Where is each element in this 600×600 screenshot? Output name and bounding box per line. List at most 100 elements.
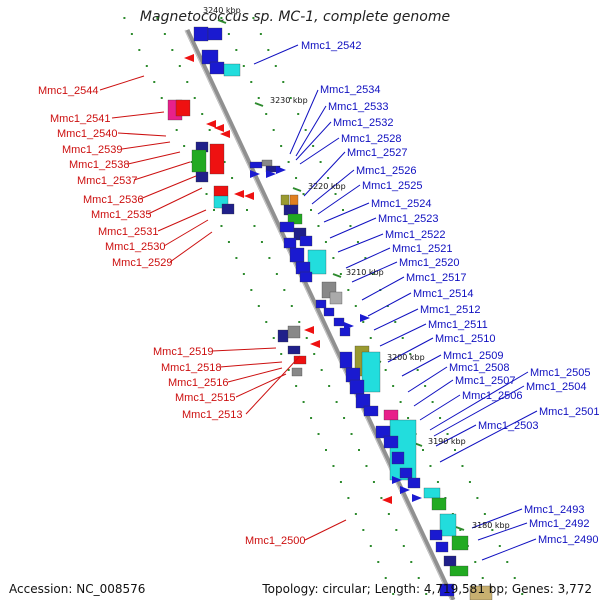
leader-line: [433, 385, 525, 437]
leader-line: [299, 137, 340, 165]
scale-tick: [455, 526, 465, 531]
gene-label: Mmc1_2523: [378, 213, 439, 225]
tick-dot: [259, 33, 262, 35]
leader-line: [439, 410, 538, 463]
tick-dot: [223, 161, 226, 163]
reverse-gene-labels: Mmc1_2544 Mmc1_2541 Mmc1_2540 Mmc1_2539 …: [38, 85, 306, 547]
gene-feature: [329, 291, 343, 305]
gene-label: Mmc1_2511: [428, 319, 488, 331]
tick-dot: [123, 17, 126, 19]
scale-tick: [292, 187, 302, 192]
tick-dot: [275, 273, 278, 275]
map-title: Magnetococcus sp. MC-1, complete genome: [139, 9, 451, 25]
leader-line: [245, 355, 301, 415]
tick-dot: [446, 433, 449, 435]
gene-label: Mmc1_2526: [356, 165, 417, 177]
tick-dot: [429, 465, 432, 467]
tick-dot: [260, 241, 263, 243]
tick-dot: [153, 81, 156, 83]
gene-feature: [375, 425, 391, 439]
tick-dot: [339, 481, 342, 483]
tick-dot: [417, 577, 420, 579]
tick-dot: [313, 353, 316, 355]
tick-dot: [268, 257, 271, 259]
leader-line: [311, 169, 355, 205]
gene-label: Mmc1_2534: [320, 84, 381, 96]
tick-dot: [380, 497, 383, 499]
reverse-arrow: [206, 120, 216, 128]
leader-line: [111, 111, 165, 119]
tick-dot: [250, 289, 253, 291]
tick-dot: [290, 305, 293, 307]
tick-dot: [362, 529, 365, 531]
reverse-arrow: [382, 496, 392, 504]
tick-dot: [298, 321, 301, 323]
tick-dot: [513, 577, 516, 579]
tick-dot: [422, 449, 424, 451]
tick-dot: [335, 401, 338, 403]
tick-dot: [347, 497, 350, 499]
tick-dot: [392, 385, 395, 387]
gene-feature: [315, 299, 327, 309]
tick-dot: [287, 161, 290, 163]
leader-line: [253, 44, 299, 65]
gene-feature: [383, 435, 399, 449]
tick-dot: [483, 513, 486, 515]
gene-feature: [339, 351, 353, 369]
tick-dot: [265, 321, 268, 323]
tick-dot: [377, 561, 380, 563]
leader-line: [147, 187, 203, 215]
gene-feature: [287, 325, 301, 339]
gene-label: Mmc1_2520: [399, 257, 460, 269]
tick-dot: [454, 449, 456, 451]
gene-label: Mmc1_2506: [462, 390, 523, 402]
gene-feature: [469, 585, 493, 600]
leader-line: [481, 538, 537, 561]
tick-dot: [320, 369, 323, 371]
tick-dot: [272, 337, 275, 339]
gene-feature: [279, 221, 295, 233]
tick-dot: [436, 481, 439, 483]
forward-arrow: [412, 494, 422, 502]
leader-line: [127, 151, 181, 165]
tick-dot: [358, 449, 360, 451]
gene-label: Mmc1_2490: [538, 534, 599, 546]
tick-dot: [459, 529, 462, 531]
gene-feature: [213, 185, 229, 197]
gene-feature: [261, 159, 273, 167]
gene-feature: [191, 149, 207, 173]
gene-label: Mmc1_2510: [435, 333, 496, 345]
gene-label: Mmc1_2517: [406, 272, 467, 284]
gene-feature: [277, 329, 289, 343]
gene-feature: [307, 249, 327, 275]
tick-dot: [439, 417, 442, 419]
gene-label: Mmc1_2539: [62, 144, 123, 156]
tick-dot: [257, 305, 260, 307]
leader-line: [345, 247, 391, 269]
tick-dot: [474, 561, 477, 563]
tick-dot: [163, 33, 166, 35]
leader-line: [211, 347, 277, 352]
tick-dot: [175, 129, 178, 131]
tick-dot: [354, 305, 357, 307]
tick-dot: [416, 369, 419, 371]
forward-arrow: [344, 322, 354, 330]
gene-label: Mmc1_2514: [413, 288, 474, 300]
tick-dot: [424, 385, 427, 387]
tick-dot: [319, 161, 322, 163]
tick-dot: [364, 257, 367, 259]
tick-dot: [231, 177, 234, 179]
tick-dot: [253, 225, 256, 227]
tick-dot: [343, 417, 346, 419]
leader-line: [379, 323, 427, 347]
leader-line: [367, 292, 412, 317]
leader-line: [157, 209, 207, 232]
tick-dot: [394, 321, 397, 323]
tick-dot: [409, 353, 412, 355]
gene-label: Mmc1_2525: [362, 180, 423, 192]
tick-dot: [481, 577, 484, 579]
tick-dot: [193, 97, 196, 99]
tick-dot: [220, 225, 223, 227]
scale-labels: 3240 kbp 3230 kbp 3220 kbp 3210 kbp 3200…: [203, 6, 510, 530]
leader-line: [387, 337, 434, 363]
